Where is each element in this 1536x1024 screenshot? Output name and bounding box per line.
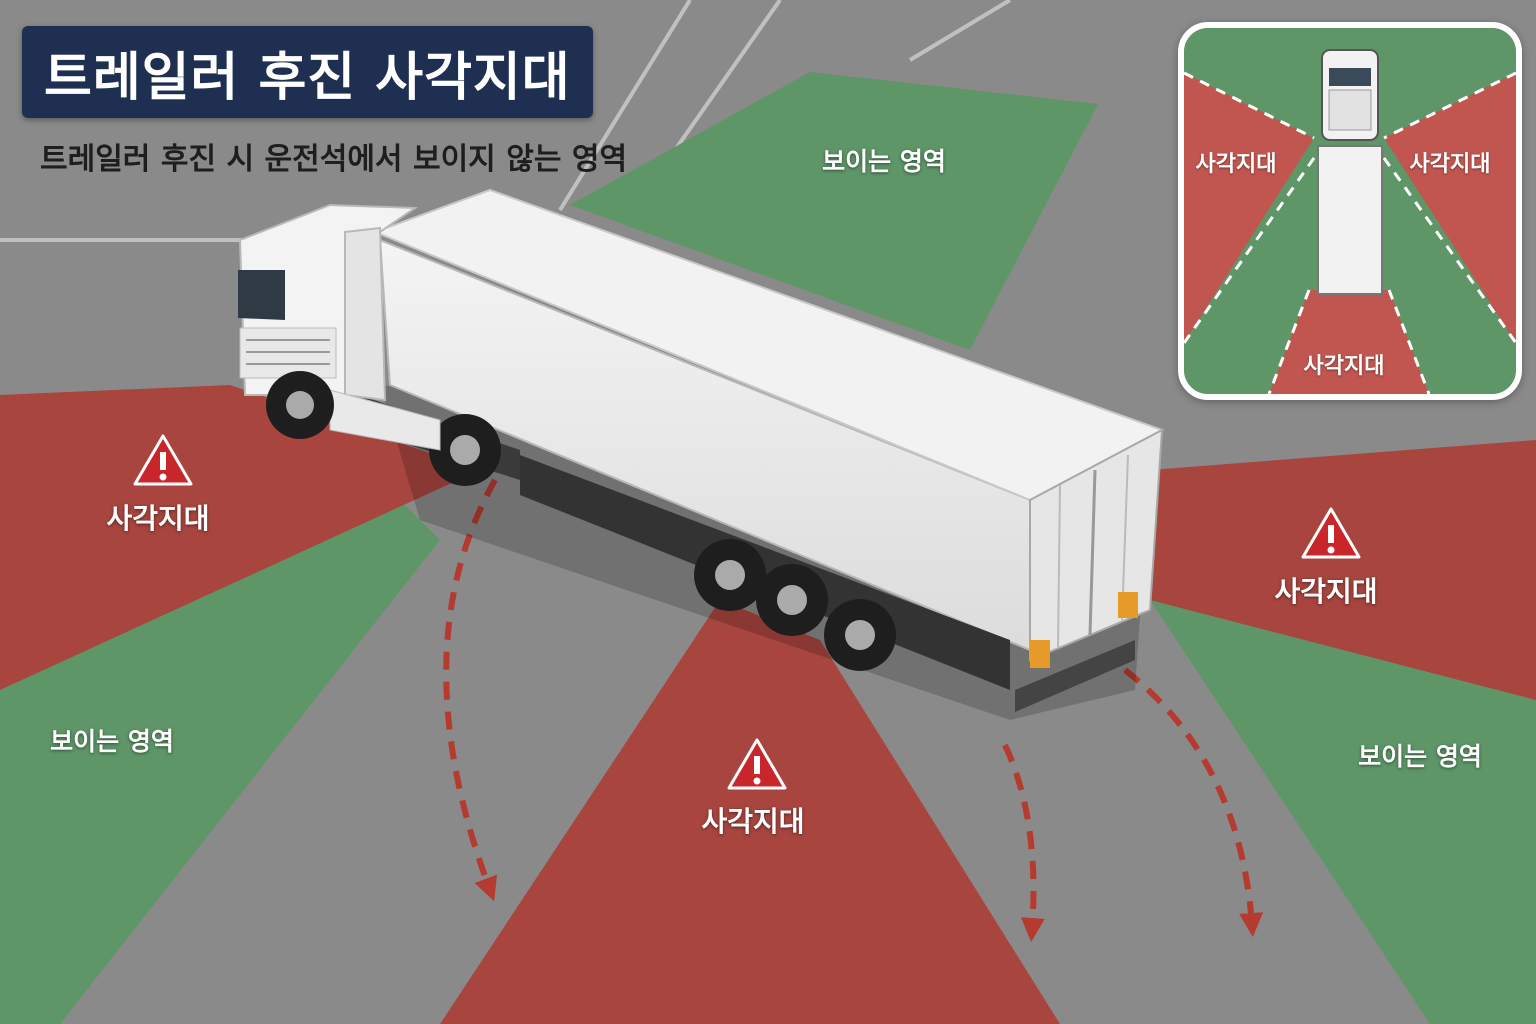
overhead-inset-diagram: 사각지대 사각지대 사각지대 — [1178, 22, 1522, 400]
visible-zone-label-right: 보이는 영역 — [1358, 742, 1482, 771]
visible-zone-right — [1150, 600, 1536, 1024]
blind-zone-left — [0, 385, 480, 690]
inset-blind-label-right: 사각지대 — [1409, 152, 1491, 177]
blind-zone-label-left: 사각지대 — [106, 502, 210, 535]
visible-zone-top — [570, 72, 1098, 350]
semi-trailer-truck — [238, 188, 1165, 720]
blind-zone-label-rear: 사각지대 — [701, 805, 805, 838]
inset-blind-label-left: 사각지대 — [1195, 152, 1277, 177]
reverse-path-arrow-left — [443, 478, 498, 902]
warning-triangle-icon — [727, 738, 787, 790]
page-subtitle: 트레일러 후진 시 운전석에서 보이지 않는 영역 — [40, 142, 628, 177]
inset-truck-icon — [1317, 49, 1383, 295]
page-title: 트레일러 후진 사각지대 — [44, 47, 571, 108]
visible-zone-label-top: 보이는 영역 — [822, 147, 946, 176]
title-banner: 트레일러 후진 사각지대 — [22, 26, 593, 118]
blind-zone-right — [1150, 440, 1536, 700]
inset-blind-label-rear: 사각지대 — [1303, 354, 1385, 379]
blind-zone-label-right: 사각지대 — [1274, 575, 1378, 608]
visible-zone-left — [0, 500, 440, 1024]
warning-triangle-icon — [1301, 507, 1361, 559]
reverse-path-arrow-right — [1123, 667, 1264, 937]
warning-triangle-icon — [133, 434, 193, 486]
inset-zones — [1184, 28, 1516, 394]
visible-zone-label-left: 보이는 영역 — [50, 727, 174, 756]
blind-zone-rear-center — [440, 600, 1060, 1024]
reverse-path-arrow-middle — [1002, 743, 1045, 942]
